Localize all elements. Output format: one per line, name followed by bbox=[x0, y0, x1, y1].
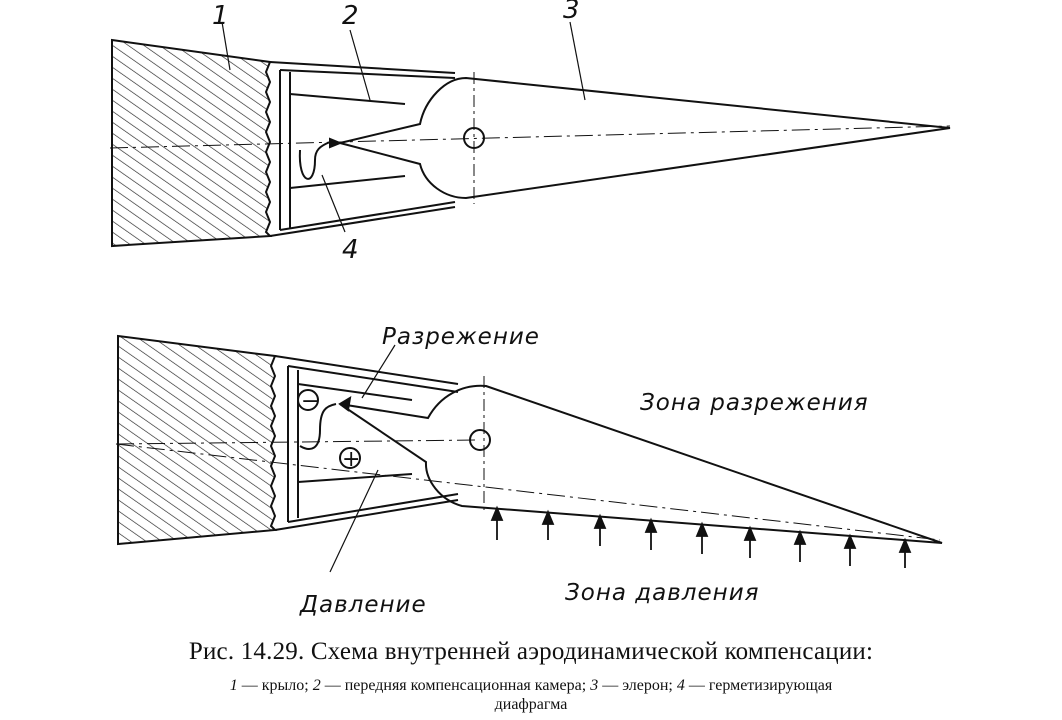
upper-skin-top bbox=[269, 61, 456, 74]
rarefaction-label: Разрежение bbox=[382, 324, 540, 350]
legend-item-2: 2 — передняя компенсационная камера; bbox=[312, 677, 591, 694]
wing-section-bottom bbox=[117, 334, 278, 546]
centerline-top bbox=[109, 125, 951, 149]
bottom-diagram bbox=[115, 334, 943, 573]
callout-2: 2 bbox=[342, 1, 359, 31]
callout-1: 1 bbox=[212, 1, 229, 31]
aileron-bottom bbox=[339, 384, 943, 544]
top-diagram bbox=[109, 21, 951, 248]
legend-item-1: 1 — крыло; bbox=[229, 677, 313, 694]
pressure-label: Давление bbox=[299, 592, 427, 618]
legend-item-3: 3 — элерон; bbox=[590, 677, 677, 694]
plus-symbol: + bbox=[342, 447, 360, 472]
legend-item-4: 4 — герметизирующая bbox=[676, 677, 833, 694]
upper-skin-bottom bbox=[274, 355, 459, 385]
centerline-bottom bbox=[115, 443, 941, 541]
minus-symbol-circle bbox=[297, 389, 319, 411]
minus-symbol: − bbox=[301, 389, 319, 414]
pressure-arrows bbox=[490, 505, 912, 568]
pressure-zone-label: Зона давления bbox=[565, 580, 759, 606]
sealing-diaphragm-bottom bbox=[299, 403, 337, 450]
rarefaction-zone-label: Зона разрежения bbox=[640, 390, 869, 416]
plus-symbol-circle bbox=[339, 447, 361, 469]
lower-skin-top bbox=[269, 206, 456, 237]
lower-skin-bottom bbox=[274, 499, 459, 531]
callout-3: 3 bbox=[563, 0, 580, 25]
aileron-top bbox=[339, 76, 951, 200]
figure-caption-title: Рис. 14.29. Схема внутренней аэродинамич… bbox=[188, 638, 874, 665]
sealing-diaphragm-top bbox=[298, 141, 331, 180]
wing-section-top bbox=[111, 38, 273, 248]
figure-caption-legend: 1 — крыло; 2 — передняя компенсационная … bbox=[0, 676, 1062, 714]
callout-4: 4 bbox=[342, 235, 359, 265]
legend-tail: диафрагма bbox=[494, 696, 568, 713]
